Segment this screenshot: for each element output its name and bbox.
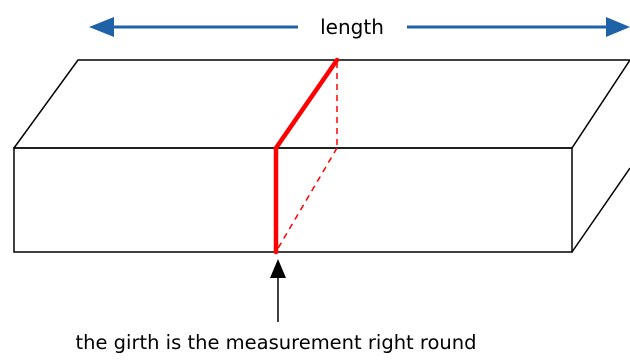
length-arrow-left-head xyxy=(89,17,114,37)
pointer-arrow-head xyxy=(270,259,286,278)
pointer-arrow xyxy=(270,259,286,322)
box-top-face xyxy=(12,59,630,149)
bar-box xyxy=(12,59,630,253)
box-right-bottom-edge xyxy=(571,167,630,253)
length-arrow-right-head xyxy=(606,17,630,37)
girth-bottom-hidden-segment xyxy=(276,147,338,251)
box-front-face xyxy=(13,147,573,253)
length-label: length xyxy=(320,15,384,39)
girth-line xyxy=(273,57,340,255)
girth-top-segment xyxy=(273,57,340,151)
caption: the girth is the measurement right round xyxy=(75,331,476,354)
length-arrow xyxy=(89,17,630,37)
